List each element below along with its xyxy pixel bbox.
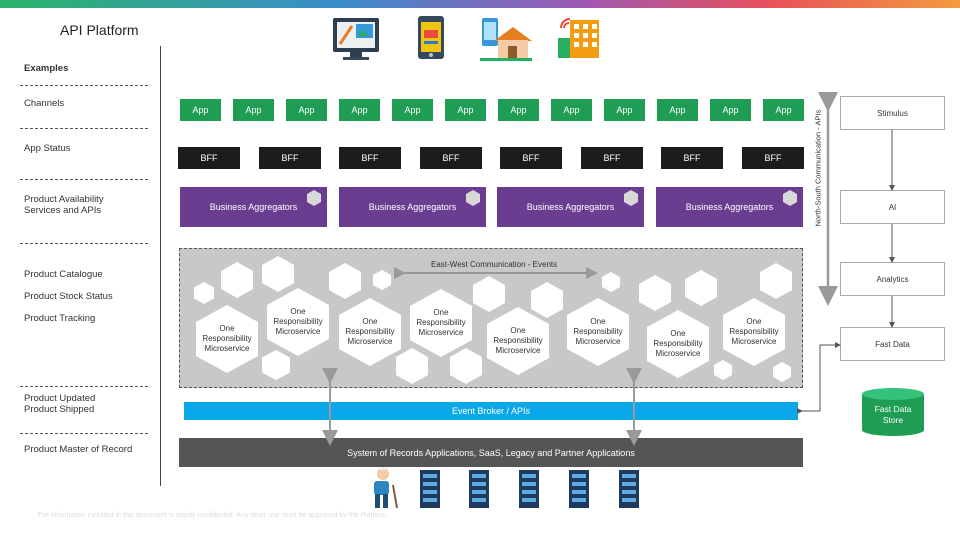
decorative-hexagon <box>262 256 294 292</box>
server-rack-icon <box>569 470 589 508</box>
microservice-hexagon: One Responsibility Microservice <box>410 289 472 357</box>
app-box: App <box>763 99 804 121</box>
bff-box: BFF <box>500 147 562 169</box>
aggregator-label: Business Aggregators <box>526 202 615 212</box>
business-aggregator-box: Business Aggregators <box>180 187 327 227</box>
app-box: App <box>551 99 592 121</box>
decorative-hexagon <box>473 276 505 312</box>
app-box: App <box>710 99 751 121</box>
smart-home-icon <box>480 18 532 61</box>
decorative-hexagon <box>373 270 391 290</box>
divider <box>20 128 148 129</box>
decorative-hexagon <box>773 362 791 382</box>
decorative-hexagon <box>194 282 214 304</box>
aggregator-label: Business Aggregators <box>685 202 774 212</box>
broker-fastdata-arrow <box>797 342 841 414</box>
divider <box>20 85 148 86</box>
fast-data-store-label: Fast Data Store <box>874 404 912 425</box>
system-of-records-label: System of Records Applications, SaaS, Le… <box>347 447 635 458</box>
sidebar-separator <box>160 46 161 486</box>
microservice-hexagon: One Responsibility Microservice <box>339 298 401 366</box>
business-aggregator-box: Business Aggregators <box>497 187 644 227</box>
bff-box: BFF <box>581 147 643 169</box>
sidebar-examples: Examples <box>24 63 69 74</box>
disclaimer-text: The information included in this documen… <box>37 512 389 519</box>
fast-data-store-cylinder <box>862 388 924 436</box>
app-box: App <box>339 99 380 121</box>
bff-box: BFF <box>259 147 321 169</box>
divider <box>20 179 148 180</box>
stimulus-box: Stimulus <box>840 96 945 130</box>
sidebar-app-status: App Status <box>24 143 71 154</box>
east-west-label: East-West Communication - Events <box>431 260 558 269</box>
sidebar-product-availability: Product Availability Services and APIs <box>24 194 104 216</box>
desktop-design-icon <box>333 18 379 60</box>
aggregator-label: Business Aggregators <box>209 202 298 212</box>
app-box: App <box>498 99 539 121</box>
sidebar-product-tracking: Product Tracking <box>24 313 96 324</box>
page-title: API Platform <box>60 22 139 38</box>
ai-box: AI <box>840 190 945 224</box>
app-box: App <box>604 99 645 121</box>
aggregator-label: Business Aggregators <box>368 202 457 212</box>
business-aggregator-box: Business Aggregators <box>339 187 486 227</box>
server-rack-icon <box>519 470 539 508</box>
decorative-hexagon <box>602 272 620 292</box>
sidebar-product-updated: Product Updated Product Shipped <box>24 393 96 415</box>
hexagon-icon <box>307 190 321 206</box>
app-box: App <box>445 99 486 121</box>
bff-box: BFF <box>742 147 804 169</box>
sidebar-product-catalogue: Product Catalogue <box>24 269 103 280</box>
elderly-person-icon <box>374 467 398 509</box>
decorative-hexagon <box>714 360 732 380</box>
microservice-hexagon: One Responsibility Microservice <box>267 288 329 356</box>
bff-box: BFF <box>661 147 723 169</box>
analytics-box: Analytics <box>840 262 945 296</box>
fast-data-box: Fast Data <box>840 327 945 361</box>
divider <box>20 386 148 387</box>
server-rack-icon <box>619 470 639 508</box>
microservice-hexagon: One Responsibility Microservice <box>196 305 258 373</box>
decorative-hexagon <box>329 263 361 299</box>
business-aggregator-box: Business Aggregators <box>656 187 803 227</box>
app-box: App <box>657 99 698 121</box>
hexagon-icon <box>783 190 797 206</box>
app-box: App <box>180 99 221 121</box>
app-box: App <box>233 99 274 121</box>
system-of-records-bar: System of Records Applications, SaaS, Le… <box>179 438 803 467</box>
divider <box>20 243 148 244</box>
sidebar-channels: Channels <box>24 98 65 109</box>
smart-building-icon <box>558 18 599 58</box>
event-broker-label: Event Broker / APIs <box>451 406 531 416</box>
bff-box: BFF <box>339 147 401 169</box>
decorative-hexagon <box>396 348 428 384</box>
divider <box>20 433 148 434</box>
hexagon-icon <box>624 190 638 206</box>
bff-box: BFF <box>178 147 240 169</box>
server-rack-icon <box>420 470 440 508</box>
decorative-hexagon <box>450 348 482 384</box>
sidebar-product-master: Product Master of Record <box>24 444 133 455</box>
sidebar-product-stock-status: Product Stock Status <box>24 291 113 302</box>
server-rack-icon <box>469 470 489 508</box>
bff-box: BFF <box>420 147 482 169</box>
app-box: App <box>392 99 433 121</box>
mobile-phone-icon <box>418 16 444 59</box>
app-box: App <box>286 99 327 121</box>
top-gradient-bar <box>0 0 960 8</box>
hexagon-icon <box>466 190 480 206</box>
